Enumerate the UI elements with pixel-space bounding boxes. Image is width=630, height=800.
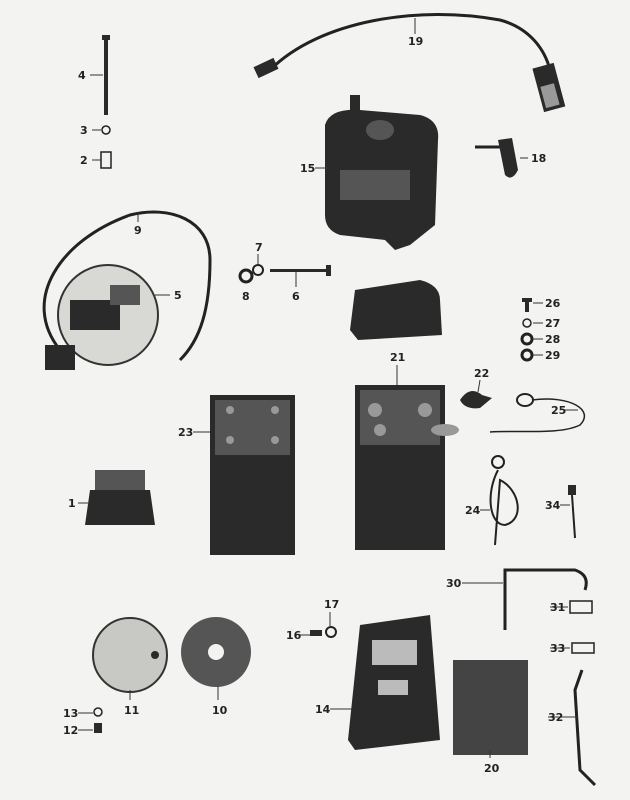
part-33 — [571, 642, 595, 654]
label-14: 14 — [315, 703, 331, 716]
label-15: 15 — [300, 162, 315, 175]
label-19: 19 — [408, 35, 423, 48]
label-18: 18 — [531, 152, 546, 165]
part-number-labels: 19 4 3 2 15 18 9 7 8 6 5 26 27 28 29 21 … — [63, 35, 566, 775]
part-screw-16 — [310, 630, 322, 636]
part-nut-2 — [100, 151, 112, 169]
part-washer-13 — [93, 707, 103, 717]
label-30: 30 — [446, 577, 462, 590]
label-23: 23 — [178, 426, 193, 439]
label-20: 20 — [484, 762, 500, 775]
part-washer-7 — [252, 264, 264, 276]
part-screw-12 — [94, 723, 102, 733]
part-pad-20 — [453, 660, 528, 755]
part-cable-24 — [489, 455, 519, 546]
part-small-hardware — [520, 298, 534, 362]
part-battery-holder — [348, 615, 440, 750]
label-5: 5 — [174, 289, 182, 302]
label-13: 13 — [63, 707, 78, 720]
part-pin-34 — [568, 485, 576, 539]
part-long-bolt — [102, 35, 110, 115]
part-rod-32 — [573, 669, 597, 787]
label-22: 22 — [474, 367, 489, 380]
part-washer-3 — [101, 125, 111, 135]
part-battery-cover — [350, 280, 442, 340]
label-3: 3 — [80, 124, 88, 137]
label-2: 2 — [80, 154, 88, 167]
leader-lines — [78, 18, 578, 758]
part-31 — [569, 600, 593, 614]
part-contact-breaker-plate — [42, 210, 212, 370]
label-7: 7 — [255, 241, 263, 254]
label-4: 4 — [78, 69, 86, 82]
part-ignition-coil — [325, 95, 439, 250]
part-cable-connector — [475, 138, 518, 178]
label-26: 26 — [545, 297, 561, 310]
label-21: 21 — [390, 351, 405, 364]
label-17: 17 — [324, 598, 339, 611]
label-16: 16 — [286, 629, 302, 642]
label-12: 12 — [63, 724, 78, 737]
part-gasket-10 — [181, 617, 251, 687]
label-32: 32 — [548, 711, 563, 724]
label-33: 33 — [550, 642, 565, 655]
label-31: 31 — [550, 601, 565, 614]
label-29: 29 — [545, 349, 560, 362]
label-6: 6 — [292, 290, 300, 303]
label-8: 8 — [242, 290, 250, 303]
part-nut-8 — [238, 268, 254, 284]
label-1: 1 — [68, 497, 76, 510]
label-25: 25 — [551, 404, 566, 417]
label-9: 9 — [134, 224, 142, 237]
part-ground-cable — [489, 393, 586, 433]
label-11: 11 — [124, 704, 139, 717]
part-ignition-cable — [253, 12, 566, 113]
part-cover-11 — [92, 617, 168, 693]
label-28: 28 — [545, 333, 560, 346]
label-27: 27 — [545, 317, 560, 330]
part-terminal-22 — [460, 391, 492, 409]
label-34: 34 — [545, 499, 561, 512]
label-24: 24 — [465, 504, 481, 517]
part-screw-6 — [270, 265, 331, 276]
part-strap-30 — [503, 568, 588, 630]
part-battery-21 — [355, 385, 459, 550]
label-10: 10 — [212, 704, 228, 717]
part-washer-17 — [325, 626, 337, 638]
part-battery-23 — [210, 395, 295, 555]
part-cap-1 — [85, 470, 155, 525]
